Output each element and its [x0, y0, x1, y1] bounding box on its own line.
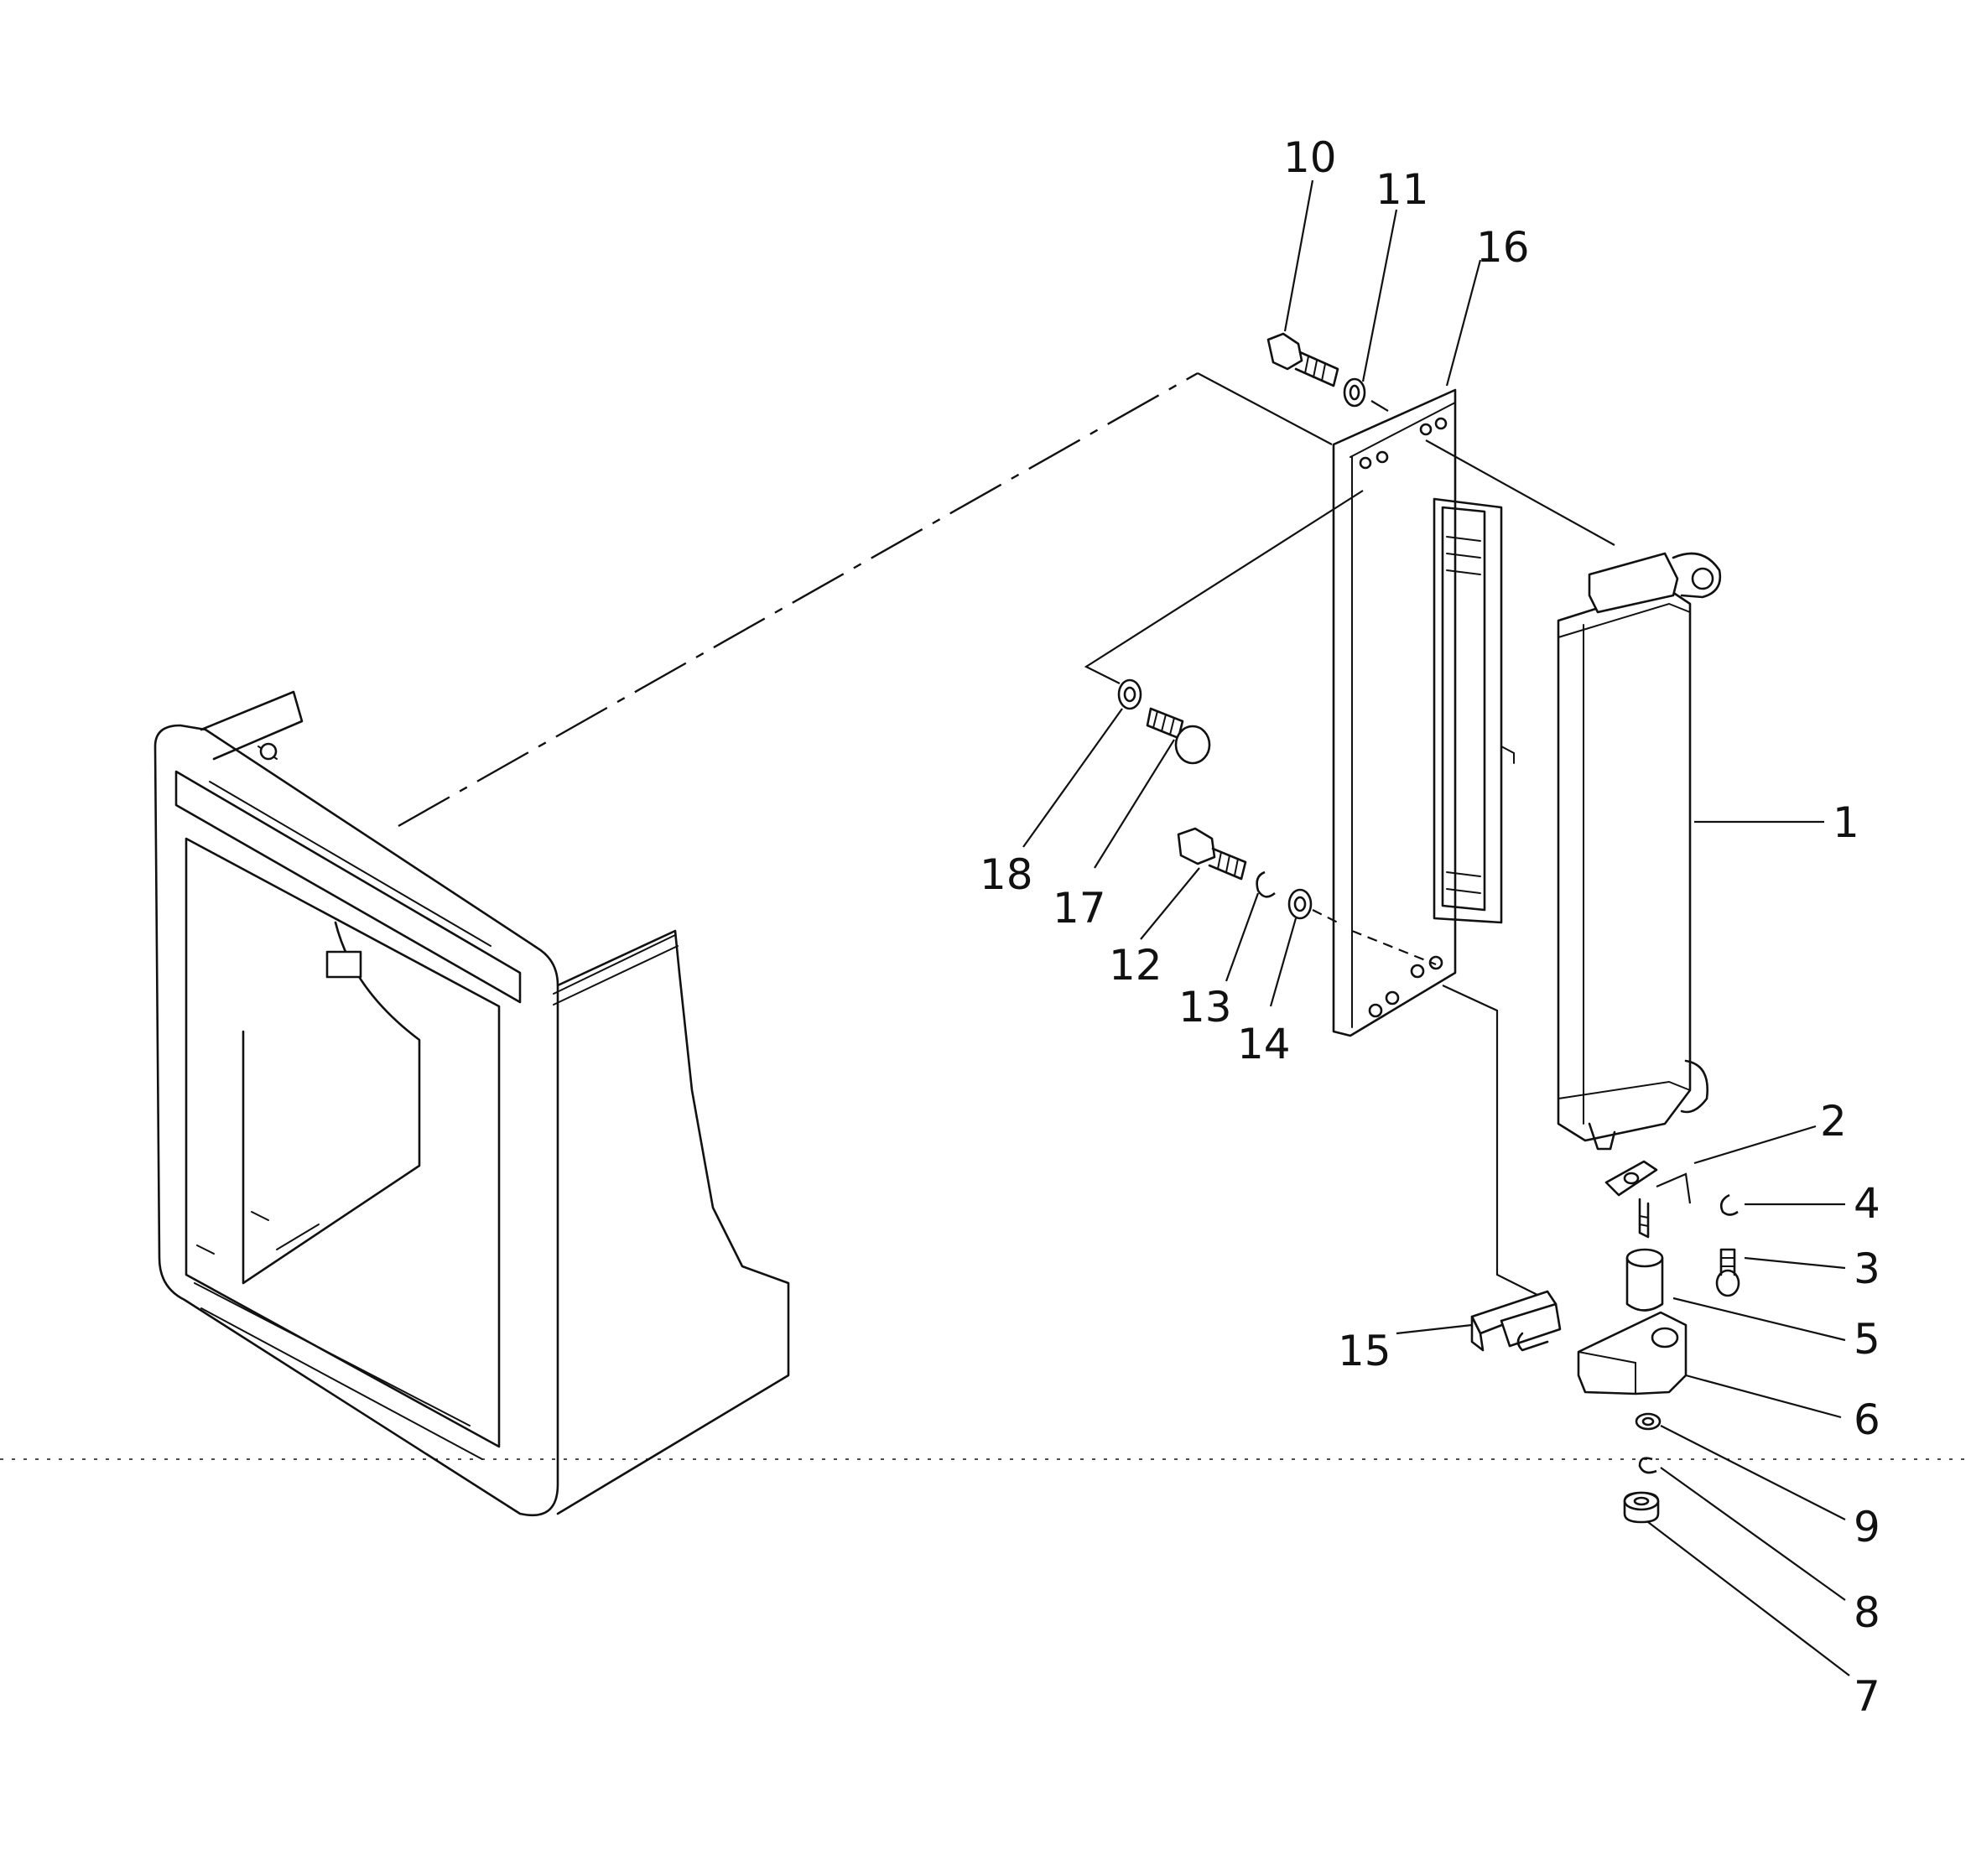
part-10-bolt [1266, 332, 1339, 387]
callout-14: 14 [1237, 1020, 1291, 1068]
callout-11: 11 [1376, 165, 1429, 214]
callout-9: 9 [1854, 1503, 1880, 1551]
callout-2: 2 [1820, 1097, 1847, 1146]
part-14-washer [1287, 888, 1313, 920]
assembly-line-bottom [1442, 985, 1557, 1305]
part-6-bracket [1577, 1311, 1688, 1395]
assembly-line-2-4 [1656, 1172, 1692, 1204]
part-11-lock-washer [1343, 377, 1366, 408]
assembly-line-top [1197, 372, 1333, 445]
callout-1: 1 [1833, 798, 1859, 847]
frame-housing [153, 690, 790, 1517]
assembly-line-18-17 [1084, 490, 1364, 684]
part-2-pin-plate [1604, 1160, 1658, 1239]
part-9-washer [1635, 1412, 1662, 1431]
callout-7: 7 [1854, 1672, 1880, 1721]
callout-labels: 1 2 3 4 5 6 7 8 9 10 11 12 13 14 15 16 1… [980, 133, 1880, 1721]
callout-18: 18 [980, 850, 1033, 899]
callout-12: 12 [1109, 941, 1162, 990]
callout-17: 17 [1053, 884, 1106, 933]
part-7-nut [1623, 1491, 1660, 1524]
callout-5: 5 [1854, 1315, 1880, 1364]
callout-6: 6 [1854, 1395, 1880, 1444]
assembly-line-cooler-top [1425, 439, 1615, 546]
part-5-collar [1625, 1248, 1664, 1312]
cooler-core [1557, 552, 1722, 1151]
part-12-bolt [1177, 827, 1247, 881]
part-8-lock-washer [1638, 1457, 1657, 1474]
part-18-washer [1117, 678, 1142, 710]
hidden-line-bracket [1351, 929, 1437, 966]
assembly-line-frame [398, 372, 1199, 828]
part-15-clip [1470, 1290, 1562, 1352]
callout-3: 3 [1854, 1245, 1880, 1293]
mounting-bracket [1332, 388, 1515, 1037]
part-3-screw [1715, 1248, 1740, 1297]
callout-8: 8 [1854, 1588, 1880, 1637]
part-17-bolt [1146, 707, 1211, 765]
part-4-lock-washer [1719, 1193, 1739, 1216]
part-13-lock-washer [1256, 870, 1276, 898]
callout-13: 13 [1178, 983, 1232, 1032]
leader-lines [1022, 179, 1850, 1676]
callout-10: 10 [1283, 133, 1337, 182]
callout-15: 15 [1338, 1327, 1391, 1375]
callout-4: 4 [1854, 1179, 1880, 1228]
callout-16: 16 [1476, 223, 1530, 272]
